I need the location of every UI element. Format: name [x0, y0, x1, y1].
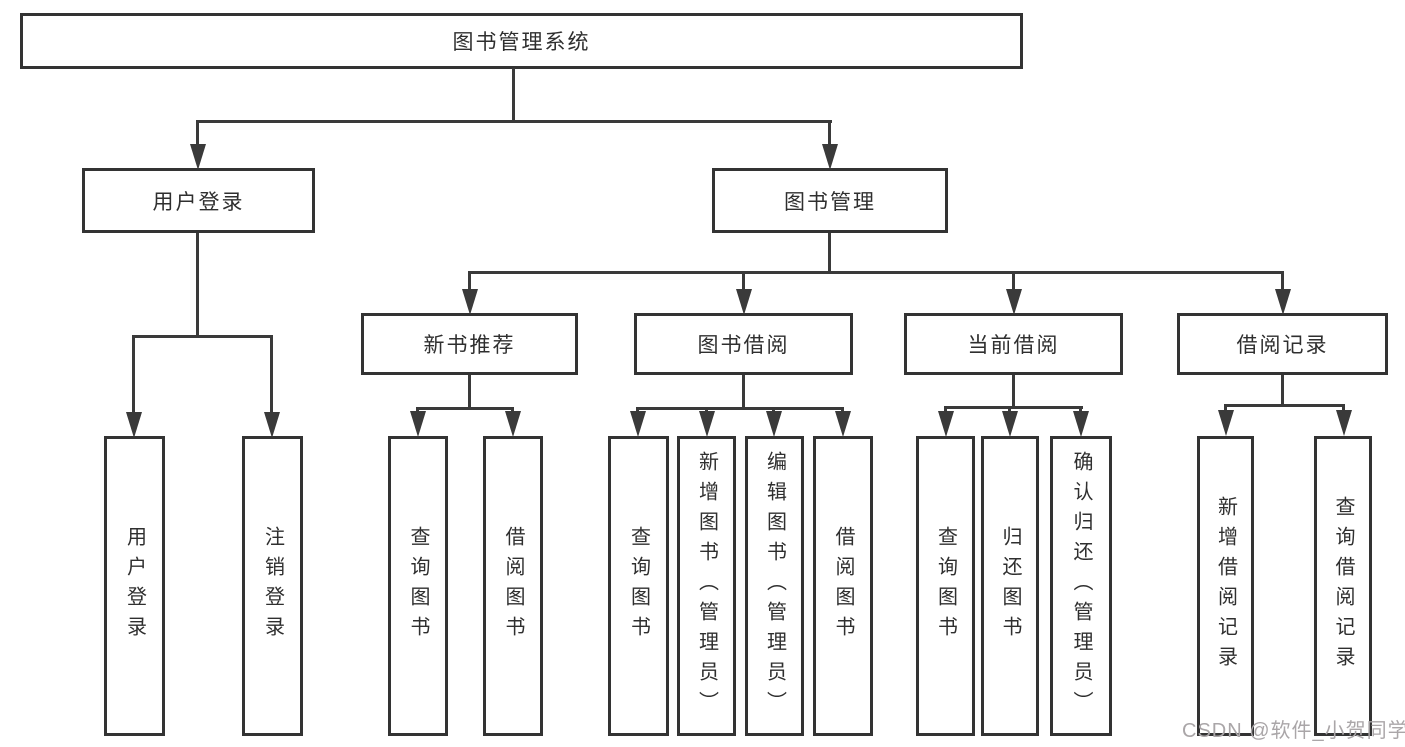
node-book-management: 图书管理 — [712, 168, 948, 233]
connector-borrowing-records-bar — [1224, 404, 1345, 407]
connector-drop — [1224, 404, 1227, 413]
connector-drop-user-login — [196, 120, 199, 146]
connector-drop — [511, 407, 514, 414]
connector-drop-leaf-user-login — [132, 335, 135, 413]
arrowhead-current-borrowing — [1006, 289, 1022, 315]
node-library-management-system: 图书管理系统 — [20, 13, 1023, 69]
connector-drop — [841, 407, 844, 414]
csdn-watermark: CSDN @软件_小贺同学 — [1182, 720, 1405, 742]
connector-drop — [1008, 406, 1011, 414]
arrowhead-query-record — [1336, 410, 1352, 436]
leaf-return-book: 归还图书 — [981, 436, 1039, 736]
leaf-logout: 注销登录 — [242, 436, 303, 736]
arrowhead-book-management — [822, 144, 838, 170]
connector-drop-borrowing-records — [1281, 271, 1284, 291]
connector-drop — [944, 406, 947, 414]
connector-book-borrowing-stem — [742, 375, 745, 409]
arrowhead-return-book — [1002, 411, 1018, 437]
connector-drop — [1079, 406, 1082, 414]
connector-drop-leaf-logout — [270, 335, 273, 413]
arrowhead-confirm-return — [1073, 411, 1089, 437]
arrowhead-book-borrowing — [736, 289, 752, 315]
arrowhead-borrowing-query — [630, 411, 646, 437]
connector-drop — [1342, 404, 1345, 413]
connector-drop — [772, 407, 775, 414]
node-new-book-recommendation: 新书推荐 — [361, 313, 578, 375]
connector-current-borrowing-stem — [1012, 375, 1015, 408]
arrowhead-recommend-query — [410, 411, 426, 437]
connector-book-borrowing-bar — [636, 407, 844, 410]
leaf-current-query-book: 查询图书 — [916, 436, 975, 736]
connector-new-book-bar — [416, 407, 514, 410]
connector-root-bar — [196, 120, 832, 123]
connector-drop-current-borrowing — [1012, 271, 1015, 291]
arrowhead-current-query — [938, 411, 954, 437]
leaf-confirm-return-admin: 确认归还（管理员） — [1050, 436, 1112, 736]
connector-book-management-bar — [468, 271, 1284, 274]
node-user-login: 用户登录 — [82, 168, 315, 233]
leaf-recommend-borrow-book: 借阅图书 — [483, 436, 543, 736]
connector-drop-book-management — [828, 120, 831, 146]
leaf-user-login: 用户登录 — [104, 436, 165, 736]
connector-drop-new-book — [468, 271, 471, 291]
connector-drop — [416, 407, 419, 414]
arrowhead-add-record — [1218, 410, 1234, 436]
leaf-borrowing-borrow-book: 借阅图书 — [813, 436, 873, 736]
connector-drop-book-borrowing — [742, 271, 745, 291]
arrowhead-add-book — [699, 411, 715, 437]
leaf-add-borrow-record: 新增借阅记录 — [1197, 436, 1254, 736]
connector-drop — [705, 407, 708, 414]
leaf-query-borrow-record: 查询借阅记录 — [1314, 436, 1372, 736]
arrowhead-new-book — [462, 289, 478, 315]
arrowhead-edit-book — [766, 411, 782, 437]
connector-new-book-stem — [468, 375, 471, 409]
connector-user-login-stem — [196, 233, 199, 336]
connector-root-stem — [512, 68, 515, 122]
node-book-borrowing: 图书借阅 — [634, 313, 853, 375]
arrowhead-borrowing-records — [1275, 289, 1291, 315]
arrowhead-recommend-borrow — [505, 411, 521, 437]
node-borrowing-records: 借阅记录 — [1177, 313, 1388, 375]
leaf-recommend-query-book: 查询图书 — [388, 436, 448, 736]
leaf-edit-book-admin: 编辑图书（管理员） — [745, 436, 804, 736]
leaf-borrowing-query-book: 查询图书 — [608, 436, 669, 736]
arrowhead-leaf-user-login — [126, 412, 142, 438]
arrowhead-user-login — [190, 144, 206, 170]
connector-user-login-bar — [132, 335, 273, 338]
connector-borrowing-records-stem — [1281, 375, 1284, 406]
connector-drop — [636, 407, 639, 414]
leaf-add-book-admin: 新增图书（管理员） — [677, 436, 736, 736]
connector-current-borrowing-bar — [944, 406, 1083, 409]
arrowhead-borrowing-borrow — [835, 411, 851, 437]
node-current-borrowing: 当前借阅 — [904, 313, 1123, 375]
connector-book-management-stem — [828, 233, 831, 274]
arrowhead-leaf-logout — [264, 412, 280, 438]
